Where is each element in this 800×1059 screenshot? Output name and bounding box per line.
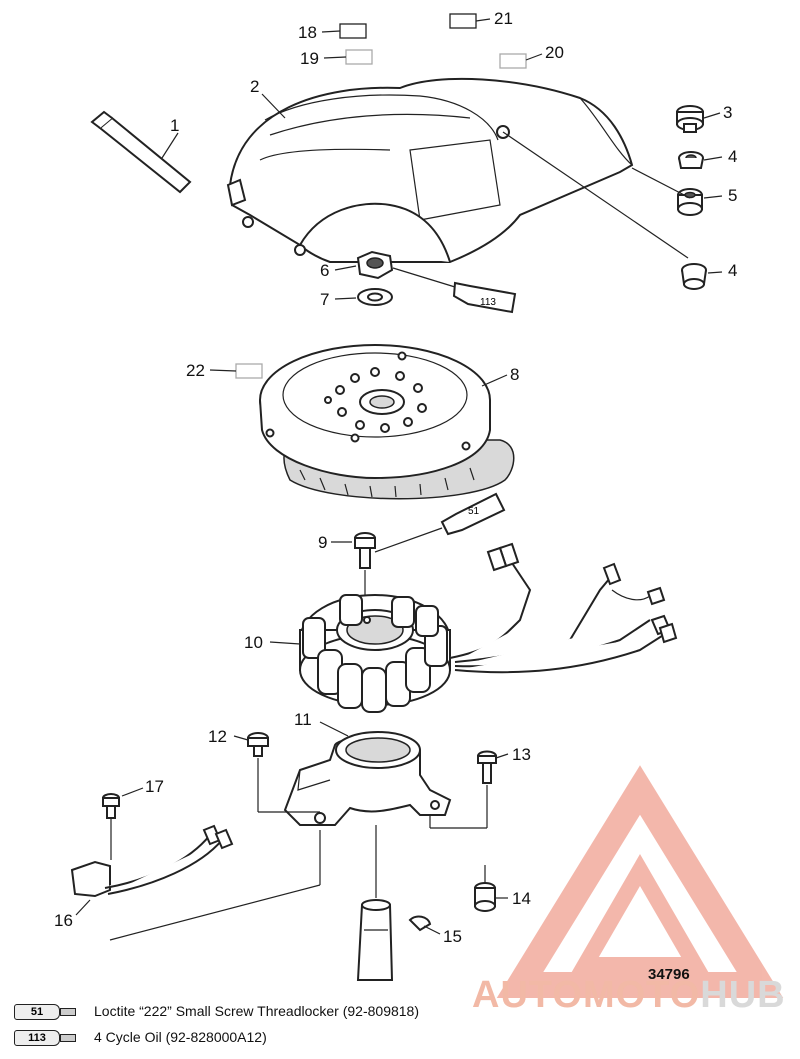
callout-10: 10 xyxy=(244,633,263,652)
part-12-screw xyxy=(247,732,269,757)
loctite-tube-icon: 51 xyxy=(14,1002,76,1020)
part-3-cap xyxy=(676,105,704,133)
callout-leaders xyxy=(75,18,723,935)
legend-row-loctite: 51 Loctite “222” Small Screw Threadlocke… xyxy=(14,998,534,1024)
callout-3: 3 xyxy=(723,103,732,122)
crankshaft-end xyxy=(356,899,394,981)
legend: 51 Loctite “222” Small Screw Threadlocke… xyxy=(14,998,534,1050)
callout-20: 20 xyxy=(545,43,564,62)
reference-boxes xyxy=(235,13,527,379)
ref-box-19 xyxy=(345,49,373,65)
loctite-tube-label: 51 xyxy=(468,506,480,517)
callout-19: 19 xyxy=(300,49,319,68)
ref-box-21 xyxy=(449,13,477,29)
watermark-text: AUTOMOTOHUB xyxy=(472,974,786,1017)
ref-box-18 xyxy=(339,23,367,39)
watermark-logo xyxy=(496,765,784,998)
assembly-guide-lines xyxy=(109,758,488,941)
oil-tube-icon: 113 xyxy=(14,1028,76,1046)
legend-code-113: 113 xyxy=(14,1030,60,1046)
callout-22: 22 xyxy=(186,361,205,380)
callout-17: 17 xyxy=(145,777,164,796)
callout-8: 8 xyxy=(510,365,519,384)
part-8-flywheel xyxy=(259,344,515,500)
part-1-hex-key xyxy=(90,110,192,194)
callout-7: 7 xyxy=(320,290,329,309)
ref-box-22 xyxy=(235,363,263,379)
callout-2: 2 xyxy=(250,77,259,96)
callout-4-lower: 4 xyxy=(728,261,737,280)
part-2-flywheel-cover xyxy=(226,77,634,263)
loctite-tube-51: 51 xyxy=(374,492,506,553)
oil-tube-label: 113 xyxy=(480,297,496,308)
callout-15: 15 xyxy=(443,927,462,946)
callout-5: 5 xyxy=(728,186,737,205)
figure-number: 34796 xyxy=(648,966,690,983)
assembly-line-cover-grommet xyxy=(502,131,689,259)
legend-text-oil: 4 Cycle Oil (92-828000A12) xyxy=(94,1029,267,1045)
callout-12: 12 xyxy=(208,727,227,746)
part-5-bushing xyxy=(677,188,703,216)
assembly-line-cover-bushing xyxy=(631,167,691,199)
callout-1: 1 xyxy=(170,116,179,135)
callout-9: 9 xyxy=(318,533,327,552)
ref-box-20 xyxy=(499,53,527,69)
legend-row-oil: 113 4 Cycle Oil (92-828000A12) xyxy=(14,1024,534,1050)
part-14-spacer xyxy=(474,882,496,912)
part-10-stator xyxy=(299,542,678,713)
part-11-trigger-base xyxy=(283,731,452,826)
part-17-screw xyxy=(102,793,120,860)
callout-labels: 1 2 3 4 4 5 6 7 8 9 10 11 12 13 14 15 16… xyxy=(54,9,737,946)
watermark-part-a: AUTOMOTO xyxy=(472,974,701,1016)
part-16-trigger xyxy=(70,824,234,898)
callout-6: 6 xyxy=(320,261,329,280)
callout-14: 14 xyxy=(512,889,531,908)
legend-text-loctite: Loctite “222” Small Screw Threadlocker (… xyxy=(94,1003,420,1019)
part-13-screw xyxy=(477,750,497,784)
watermark-part-b: HUB xyxy=(700,974,786,1016)
part-4-grommet-upper xyxy=(678,151,704,169)
part-6-flywheel-nut xyxy=(356,250,394,280)
callout-18: 18 xyxy=(298,23,317,42)
part-4-grommet-lower xyxy=(681,263,707,290)
callout-16: 16 xyxy=(54,911,73,930)
oil-tube-113: 113 xyxy=(392,267,517,314)
callout-13: 13 xyxy=(512,745,531,764)
callout-21: 21 xyxy=(494,9,513,28)
part-7-washer xyxy=(357,288,393,306)
legend-code-51: 51 xyxy=(14,1004,60,1020)
callout-11: 11 xyxy=(294,710,312,729)
part-9-stator-screw xyxy=(354,532,376,600)
callout-4-upper: 4 xyxy=(728,147,737,166)
